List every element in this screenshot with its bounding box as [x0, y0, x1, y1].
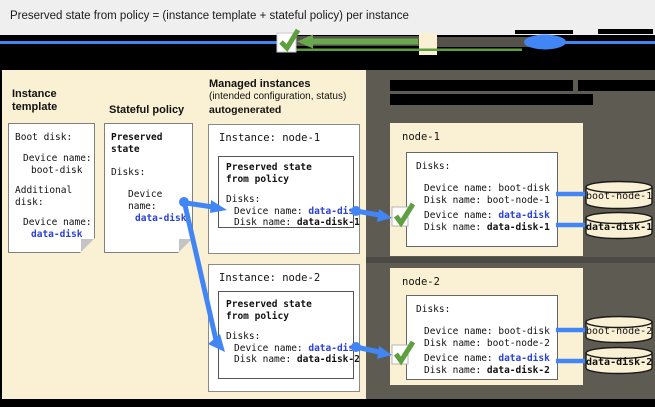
- stateful-policy-doc: Preserved state Disks: Device name: data…: [104, 123, 193, 253]
- boot-disk-line: Disk name: boot-node-2: [416, 338, 557, 350]
- boot-disk-label: Boot disk:: [15, 132, 73, 143]
- vm-disks-box-node-2: Disks: Device name: boot-disk Disk name:…: [406, 295, 558, 380]
- disks-label: Disks:: [416, 161, 451, 172]
- heading-instance-template: Instance template: [12, 88, 58, 113]
- heading-managed-instances-line2: (intended configuration, status): [209, 91, 347, 102]
- boot-device-line: Device name: boot-disk: [416, 183, 557, 195]
- legend-obscured-bar: [437, 37, 532, 47]
- disk-name-label: Disk name:: [234, 217, 297, 228]
- vm-card-node-1: node-1 Disks: Device name: boot-disk Dis…: [390, 123, 583, 256]
- disk-name-label: Disk name:: [234, 354, 297, 365]
- device-name-label: Device name:: [424, 183, 499, 194]
- disk-name-label: Disk name:: [424, 222, 487, 233]
- data-disk-name-value: data-disk-2: [486, 365, 550, 376]
- instance-card-node-2: Instance: node-2 Preserved state from po…: [208, 264, 360, 392]
- preserved-state-from-policy-title: Preserved state from policy: [226, 299, 312, 322]
- preserved-state-box-node-2: Preserved state from policy Disks: Devic…: [218, 291, 360, 379]
- bottom-bar: [0, 399, 655, 407]
- data-disk-value: data-disk: [135, 213, 187, 224]
- legend-band: [0, 33, 655, 70]
- instance-card-title: Instance: node-1: [219, 132, 321, 144]
- data-disk-line: Disk name: data-disk-2: [416, 365, 557, 377]
- device-name-label: Device name:: [128, 189, 163, 212]
- heading-stateful-policy: Stateful policy: [109, 104, 185, 116]
- device-name-label: Device name:: [23, 153, 92, 164]
- instance-card-node-1: Instance: node-1 Preserved state from po…: [208, 124, 360, 254]
- disk-name-line: Disk name: data-disk-2: [226, 354, 360, 366]
- boot-disk-name-value: boot-node-2: [486, 338, 550, 349]
- additional-disk-label: Additional disk:: [15, 185, 73, 208]
- data-device-line: Device name: data-disk: [416, 353, 557, 365]
- data-disk-value: data-disk: [308, 342, 360, 354]
- disk-name-value: data-disk-2: [296, 354, 360, 365]
- disks-label: Disks:: [111, 167, 146, 178]
- diagram-title: Preserved state from policy = (instance …: [10, 10, 409, 22]
- heading-managed-instances-line1: Managed instances: [209, 78, 311, 90]
- disk-label-data-disk-2: data-disk-2: [586, 357, 653, 368]
- disk-label-boot-node-2: boot-node-2: [586, 326, 653, 337]
- data-disk-value: data-disk: [31, 229, 83, 240]
- instance-card-title: Instance: node-2: [219, 272, 321, 284]
- device-name-label: Device name:: [234, 342, 309, 354]
- boot-disk-line: Disk name: boot-node-1: [416, 195, 557, 207]
- device-name-line: Device name: data-disk: [226, 205, 360, 218]
- vm-panel-obscured-heading: [578, 80, 655, 91]
- device-name-line: Device name: data-disk: [226, 342, 360, 355]
- vm-name-label: node-2: [402, 276, 440, 288]
- legend-obscured-bar: [296, 36, 419, 46]
- preserved-state-title: Preserved state: [111, 132, 163, 155]
- data-disk-value: data-disk: [498, 210, 550, 221]
- data-disk-line: Disk name: data-disk-1: [416, 222, 557, 234]
- disk-name-line: Disk name: data-disk-1: [226, 217, 360, 229]
- vm-panel-divider: [366, 257, 655, 263]
- vm-panel-obscured-heading: [390, 94, 593, 105]
- disk-name-label: Disk name:: [424, 338, 487, 349]
- vm-panel-obscured-heading: [390, 80, 573, 91]
- disk-label-boot-node-1: boot-node-1: [586, 191, 653, 202]
- vm-card-node-2: node-2 Disks: Device name: boot-disk Dis…: [390, 268, 583, 385]
- disks-label: Disks:: [226, 331, 261, 342]
- disk-name-label: Disk name:: [424, 195, 487, 206]
- vm-name-label: node-1: [402, 131, 440, 143]
- disk-name-label: Disk name:: [424, 365, 487, 376]
- device-name-label: Device name:: [424, 210, 499, 221]
- data-disk-value: data-disk: [308, 205, 360, 217]
- device-name-label: Device name:: [424, 326, 499, 337]
- legend-template-swatch: [419, 33, 437, 55]
- disks-label: Disks:: [416, 304, 451, 315]
- data-disk-name-value: data-disk-1: [486, 222, 550, 233]
- boot-disk-value: boot-disk: [498, 183, 550, 194]
- legend-obscured-text: [515, 30, 573, 34]
- boot-device-line: Device name: boot-disk: [416, 326, 557, 338]
- disk-name-value: data-disk-1: [296, 217, 360, 228]
- device-name-label: Device name:: [234, 205, 309, 217]
- title-bar: Preserved state from policy = (instance …: [0, 0, 655, 35]
- data-device-line: Device name: data-disk: [416, 210, 557, 222]
- heading-managed-instances-line3: autogenerated: [209, 103, 282, 116]
- device-name-label: Device name:: [23, 217, 92, 228]
- vm-disks-box-node-1: Disks: Device name: boot-disk Disk name:…: [406, 152, 558, 247]
- disk-label-data-disk-1: data-disk-1: [586, 222, 653, 233]
- heading-managed-instances: Managed instances (intended configuratio…: [209, 78, 364, 117]
- boot-disk-value: boot-disk: [498, 326, 550, 337]
- legend-obscured-text: [598, 29, 653, 34]
- data-disk-value: data-disk: [498, 353, 550, 364]
- device-name-label: Device name:: [424, 353, 499, 364]
- disks-label: Disks:: [226, 194, 261, 205]
- preserved-state-box-node-1: Preserved state from policy Disks: Devic…: [218, 156, 360, 229]
- preserved-state-from-policy-title: Preserved state from policy: [226, 162, 312, 185]
- instance-template-doc: Boot disk: Device name: boot-disk Additi…: [8, 123, 95, 253]
- boot-disk-name-value: boot-node-1: [486, 195, 550, 206]
- boot-disk-value: boot-disk: [31, 165, 83, 176]
